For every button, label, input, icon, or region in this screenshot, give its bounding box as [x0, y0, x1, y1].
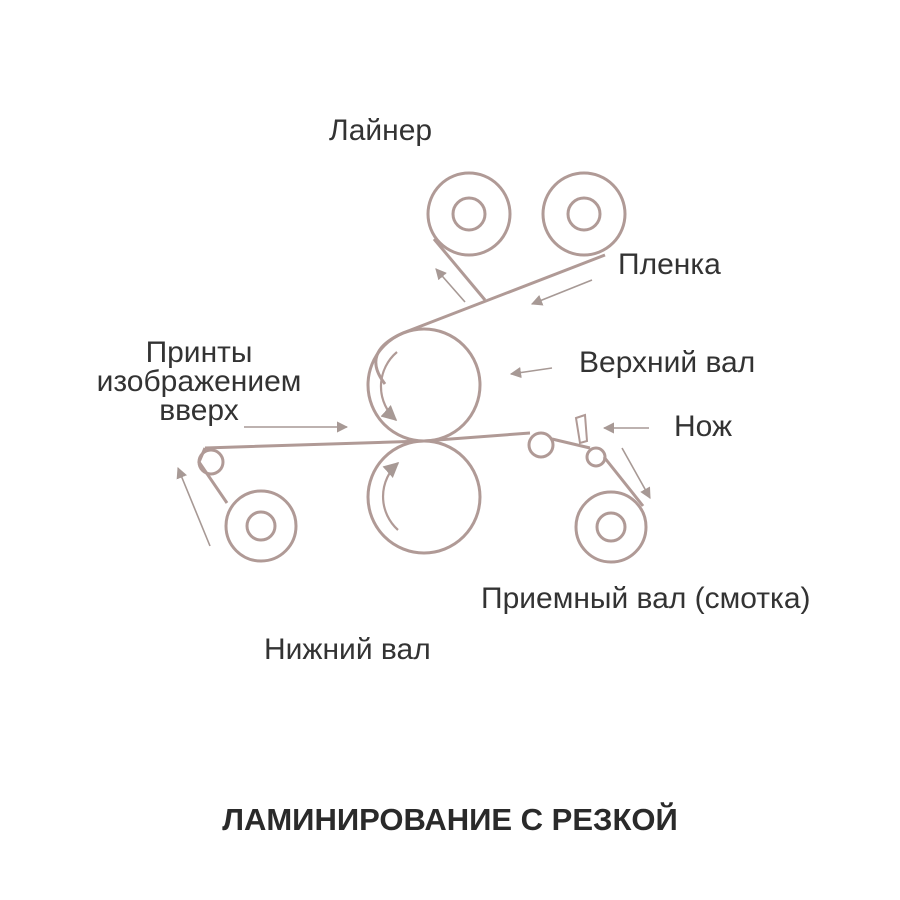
label-take-up-roll: Приемный вал (смотка)	[481, 582, 811, 615]
lower-roll-circle	[366, 439, 482, 555]
feed-direction-arrow	[176, 466, 211, 547]
take-up-reel-outer	[574, 490, 648, 564]
liner-reel-inner	[451, 196, 487, 232]
outfeed-web	[551, 437, 591, 450]
take-up-reel-inner	[595, 511, 627, 543]
take-up-reel	[574, 490, 648, 564]
knife-blade	[574, 413, 589, 445]
film-direction-arrow	[530, 279, 593, 306]
label-upper-roll: Верхний вал	[579, 346, 756, 379]
label-prints-face-up: Принты изображением вверх	[96, 336, 302, 427]
right-guide-roller-2	[585, 446, 607, 468]
knife-icon	[574, 413, 589, 445]
liner-reel-outer	[426, 171, 512, 257]
lower-roll-rotation-arrow	[381, 461, 400, 531]
feed-reel-inner	[245, 510, 277, 542]
main-web	[204, 431, 531, 450]
liner-web	[432, 238, 487, 301]
lower-roll	[366, 439, 482, 555]
feed-web	[197, 447, 229, 504]
upper-roll-pointer-arrow	[509, 366, 553, 379]
label-film: Пленка	[618, 248, 721, 281]
label-knife: Нож	[674, 410, 733, 443]
film-reel-outer	[541, 171, 627, 257]
diagram-title: ЛАМИНИРОВАНИЕ С РЕЗКОЙ	[222, 802, 678, 837]
label-lower-roll: Нижний вал	[264, 633, 431, 666]
feed-reel-outer	[224, 489, 298, 563]
takeup-direction-arrow	[621, 447, 651, 499]
right-guide-roller-1	[527, 431, 555, 459]
feed-reel	[224, 489, 298, 563]
upper-roll-rotation-arrow	[379, 351, 398, 422]
takeup-web	[602, 456, 645, 507]
film-reel-inner	[566, 196, 602, 232]
label-liner: Лайнер	[329, 114, 433, 147]
film-reel	[541, 171, 627, 257]
liner-reel	[426, 171, 512, 257]
film-web	[374, 253, 606, 385]
liner-direction-arrow	[435, 268, 466, 303]
